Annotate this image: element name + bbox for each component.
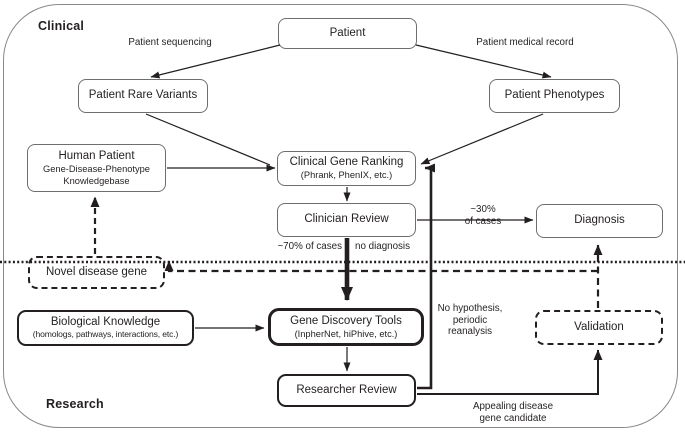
- node-patient-phenotypes-label: Patient Phenotypes: [504, 89, 605, 102]
- label-patient-medical-record: Patient medical record: [476, 37, 574, 48]
- node-clinician-review-label: Clinician Review: [304, 213, 389, 226]
- figure-border: [3, 4, 678, 428]
- node-clinical-gene-ranking: Clinical Gene Ranking (Phrank, PhenIX, e…: [277, 151, 416, 186]
- region-label-clinical: Clinical: [38, 19, 85, 33]
- node-patient: Patient: [278, 18, 417, 49]
- node-biological-knowledge: Biological Knowledge (homologs, pathways…: [17, 310, 194, 346]
- node-patient-phenotypes: Patient Phenotypes: [489, 79, 620, 113]
- node-human-patient-knowledgebase: Human Patient Gene-Disease-Phenotype Kno…: [27, 144, 166, 192]
- region-label-research: Research: [46, 397, 104, 411]
- node-patient-rare-variants-label: Patient Rare Variants: [88, 89, 198, 102]
- label-70-percent-of-cases: ~70% of cases: [277, 241, 342, 252]
- node-validation-label: Validation: [574, 320, 624, 333]
- node-diagnosis-label: Diagnosis: [574, 214, 625, 227]
- node-clinician-review: Clinician Review: [277, 203, 416, 237]
- node-validation: Validation: [535, 310, 663, 345]
- node-novel-disease-gene-label: Novel disease gene: [45, 265, 147, 278]
- label-no-hypothesis-periodic-reanalysis: No hypothesis, periodic reanalysis: [437, 303, 503, 338]
- node-diagnosis: Diagnosis: [536, 204, 663, 238]
- node-researcher-review-label: Researcher Review: [296, 383, 397, 396]
- node-biological-knowledge-sublabel: (homologs, pathways, interactions, etc.): [32, 329, 179, 340]
- label-no-diagnosis: no diagnosis: [355, 241, 411, 252]
- label-patient-sequencing: Patient sequencing: [128, 37, 212, 48]
- node-human-patient-kb-title: Human Patient: [58, 149, 135, 162]
- node-clinical-gene-ranking-sublabel: (Phrank, PhenIX, etc.): [300, 170, 393, 181]
- node-biological-knowledge-label: Biological Knowledge: [50, 315, 161, 328]
- node-researcher-review: Researcher Review: [277, 374, 416, 407]
- node-gene-discovery-tools: Gene Discovery Tools (InpherNet, hiPhive…: [268, 308, 424, 346]
- node-human-patient-kb-line2: Gene-Disease-Phenotype: [43, 163, 150, 174]
- node-gene-discovery-tools-sublabel: (InpherNet, hiPhive, etc.): [294, 328, 398, 339]
- node-human-patient-kb-line3: Knowledgebase: [63, 175, 130, 186]
- node-patient-label: Patient: [329, 26, 366, 39]
- label-30-percent-of-cases: ~30% of cases: [464, 204, 502, 227]
- node-gene-discovery-tools-label: Gene Discovery Tools: [290, 314, 402, 327]
- node-patient-rare-variants: Patient Rare Variants: [78, 79, 208, 113]
- label-appealing-disease-gene-candidate: Appealing disease gene candidate: [472, 401, 554, 424]
- node-clinical-gene-ranking-label: Clinical Gene Ranking: [289, 156, 404, 169]
- node-novel-disease-gene: Novel disease gene: [28, 256, 165, 289]
